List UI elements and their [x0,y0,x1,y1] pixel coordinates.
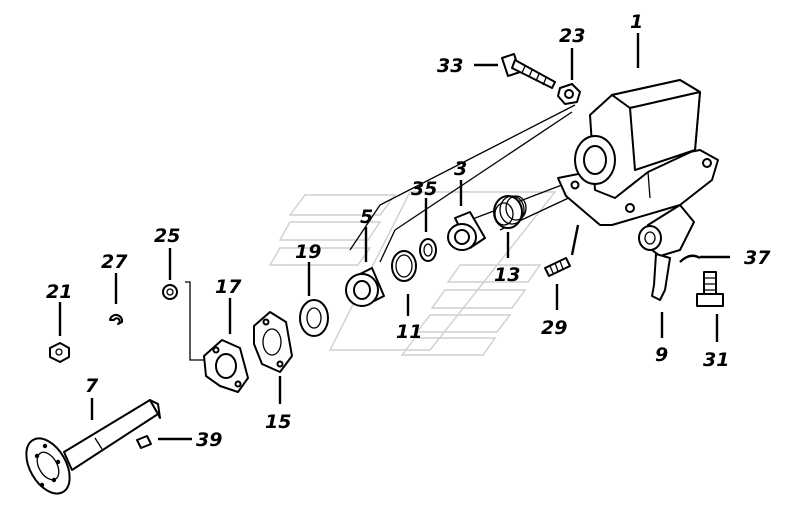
callout-33: 33 [437,55,463,77]
callout-37: 37 [744,247,771,269]
callout-labels: 1 23 33 3 35 5 19 25 27 21 17 11 13 29 3… [46,11,771,451]
part-15-gasket [253,311,293,373]
part-27-lock-washer [109,313,124,325]
part-33-bolt [501,53,556,89]
callout-39: 39 [196,429,222,451]
part-3-sleeve [447,211,486,251]
part-7-shaft [25,399,161,495]
callout-23: 23 [559,25,585,47]
part-31-bolt [696,271,724,307]
callout-25: 25 [154,225,180,247]
part-9-lever [638,204,695,301]
callout-27: 27 [101,251,128,273]
callout-35: 35 [411,178,437,200]
callout-13: 13 [494,264,520,286]
assembly-guide-lines [185,104,580,361]
part-11-ring [391,250,417,282]
callout-11: 11 [396,321,422,343]
part-35-washer [419,238,437,262]
callout-19: 19 [295,241,321,263]
callout-15: 15 [265,411,291,433]
part-21-nut [49,342,70,363]
callout-1: 1 [630,11,643,33]
part-5-bushing [345,267,385,307]
callout-5: 5 [360,206,373,228]
part-39-key [136,435,152,449]
part-37-clip [679,254,701,263]
part-13-spring [493,195,527,229]
callout-7: 7 [85,375,99,397]
part-1-housing [557,79,719,226]
part-23-nut [557,83,581,105]
callout-leader-lines [58,33,730,441]
callout-21: 21 [46,281,72,303]
callout-3: 3 [454,158,467,180]
part-29-stud [544,257,571,277]
part-17-flange [203,339,249,393]
part-25-washer [162,284,178,300]
part-19-seal [299,299,329,337]
callout-29: 29 [541,317,567,339]
callout-31: 31 [703,349,729,371]
callout-9: 9 [655,344,668,366]
callout-17: 17 [215,276,242,298]
